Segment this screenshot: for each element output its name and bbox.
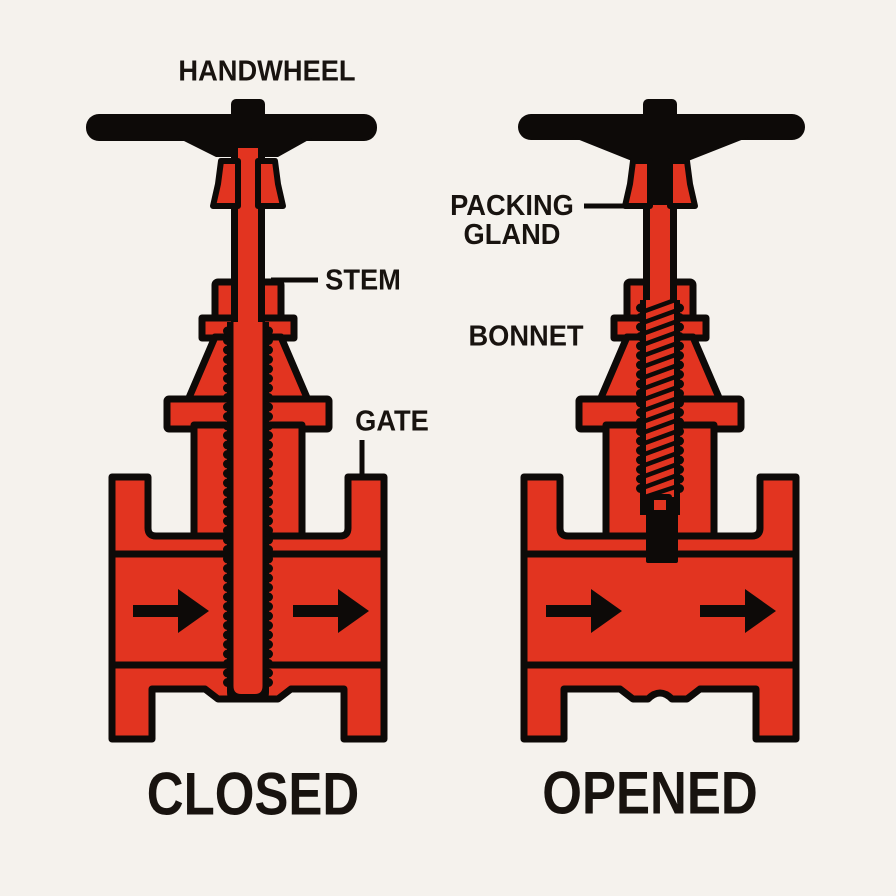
closed-caption: CLOSED [146,760,360,828]
gate-threaded-stem-closed [223,322,273,702]
stem-closed [231,148,265,334]
flow-arrow-icon [293,589,369,633]
opened-caption: OPENED [542,759,758,827]
valve-opened-figure [518,99,805,743]
handwheel-closed [86,99,377,157]
gate-threaded-stem-opened [636,297,684,563]
packing-gland-closed [210,158,286,209]
flow-arrow-icon [546,589,622,633]
handwheel-label: HANDWHEEL [178,55,356,88]
bonnet-label: BONNET [468,320,584,353]
packing-gland-label-line1: PACKING [450,190,574,222]
valve-body-opened [520,473,800,743]
stem-label: STEM [325,264,401,297]
packing-gland-opened [622,158,698,209]
flow-arrow-icon [700,589,776,633]
gate-raised-block [646,510,678,563]
flow-arrow-icon [133,589,209,633]
handwheel-bar [518,114,805,140]
packing-gland-label-line2: GLAND [463,219,561,251]
handwheel-bar [86,114,377,141]
gate-label: GATE [355,405,429,438]
handwheel-spokes [178,138,312,157]
valve-closed-figure [86,99,388,743]
packing-gland-label: PACKING GLAND [427,192,596,250]
